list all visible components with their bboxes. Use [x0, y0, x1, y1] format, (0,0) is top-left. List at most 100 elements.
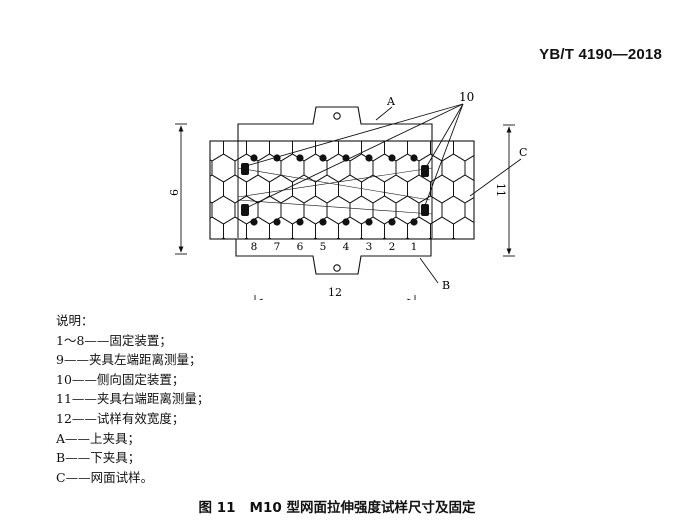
callout-c-label: C [519, 146, 527, 159]
legend-list: 1～8——固定装置；9——夹具左端距离测量；10——侧向固定装置；11——夹具右… [56, 331, 209, 488]
legend-item-dash: —— [71, 371, 97, 387]
legend-item-text: 侧向固定装置； [96, 371, 185, 387]
upper-clamp-hole [333, 112, 341, 120]
fixture-number-4: 4 [343, 241, 350, 253]
lower-fixture-point [342, 218, 350, 226]
hexagonal-mesh [189, 112, 534, 266]
lower-fixture-point [296, 218, 304, 226]
lateral-fixture-leaders [245, 103, 464, 209]
dimension-12-label: 12 [328, 286, 342, 299]
dimension-9-label: 9 [167, 189, 180, 196]
fixture-number-8: 8 [251, 241, 258, 253]
mesh-cell [488, 196, 511, 224]
upper-fixture-point [388, 154, 396, 162]
legend-item-key: 9 [56, 352, 64, 368]
mesh-cell [350, 112, 373, 140]
callout-a-leader [375, 106, 393, 121]
mesh-cell [464, 154, 474, 182]
callout-10-leader [423, 103, 464, 209]
callout-b-label: B [442, 279, 450, 292]
callout-a-label: A [386, 95, 396, 108]
mesh-cell [210, 201, 213, 219]
legend-item: 11——夹具右端距离测量； [56, 389, 209, 409]
callout-10-leader [245, 103, 464, 167]
lower-fixture-point [388, 218, 396, 226]
legend-item-text: 夹具右端距离测量； [96, 391, 210, 407]
mesh-cell [442, 112, 465, 140]
legend-item-text: 试样有效宽度； [96, 410, 185, 426]
upper-fixture-point [365, 154, 373, 162]
mesh-cell [210, 159, 213, 177]
mesh-cell [488, 112, 511, 140]
legend-item-text: 网面试样。 [90, 469, 154, 485]
legend-item: C——网面试样。 [56, 468, 209, 488]
mesh-cell [453, 216, 474, 239]
figure-title: M10 型网面拉伸强度试样尺寸及固定 [249, 500, 476, 516]
mesh-wire [237, 167, 431, 201]
lower-fixture-point [365, 218, 373, 226]
lower-fixture-point [319, 218, 327, 226]
lower-clamp-hole [333, 264, 341, 272]
lower-fixture-point [410, 218, 418, 226]
dimension-11-label: 11 [494, 183, 507, 197]
mesh-cell [488, 238, 511, 266]
mesh-cell [220, 237, 227, 239]
document-code: YB/T 4190—2018 [539, 46, 662, 63]
mesh-cell [212, 112, 235, 140]
mesh-cell [189, 112, 212, 140]
mesh-cell [488, 154, 511, 182]
figure-number: 图 11 [198, 500, 236, 516]
legend-item: B——下夹具； [56, 448, 209, 468]
mesh-cell [464, 196, 474, 224]
lateral-fixture [241, 204, 249, 216]
callout-10-label: 10 [459, 90, 474, 104]
lower-fixture-point [250, 218, 258, 226]
mesh-cell [477, 133, 500, 161]
fixture-points [241, 154, 429, 226]
legend-item-dash: —— [65, 450, 91, 466]
fixture-number-1: 1 [411, 241, 418, 253]
upper-clamp-outline [237, 106, 433, 150]
legend-item: A——上夹具； [56, 429, 209, 449]
mesh-wire [237, 199, 433, 215]
mesh-cell [511, 196, 534, 224]
mesh-cell [511, 112, 534, 140]
mesh-cell [477, 217, 500, 245]
mesh-cell [511, 238, 534, 266]
mesh-cell [258, 112, 281, 140]
mesh-cell [304, 112, 327, 140]
legend-item-key: 1～8 [56, 332, 85, 348]
fixture-number-2: 2 [389, 241, 396, 253]
lower-clamp-outline [235, 234, 432, 275]
mesh-cell [396, 112, 419, 140]
legend-item-key: B [56, 450, 66, 466]
lateral-fixture [421, 165, 429, 177]
callout-10-leader [245, 103, 464, 209]
legend-item-dash: —— [63, 352, 89, 368]
legend: 说明： 1～8——固定装置；9——夹具左端距离测量；10——侧向固定装置；11—… [56, 311, 209, 487]
legend-item: 9——夹具左端距离测量； [56, 350, 209, 370]
upper-fixture-point [250, 154, 258, 162]
fixture-number-6: 6 [297, 241, 304, 253]
lateral-fixture [241, 163, 249, 175]
legend-item-key: C [56, 469, 66, 485]
legend-item-dash: —— [65, 430, 91, 446]
callout-10-leader [423, 103, 464, 172]
mesh-cell [281, 112, 304, 140]
legend-item-key: A [56, 430, 66, 446]
legend-heading: 说明： [56, 313, 94, 328]
legend-item-dash: —— [65, 469, 91, 485]
legend-item-key: 11 [56, 391, 72, 407]
legend-item-text: 固定装置； [109, 332, 172, 348]
legend-item: 10——侧向固定装置； [56, 370, 209, 390]
upper-fixture-point [296, 154, 304, 162]
mesh-cell [189, 238, 212, 266]
fixture-number-5: 5 [320, 241, 327, 253]
lateral-fixture [421, 204, 429, 216]
legend-item-key: 10 [56, 371, 72, 387]
fixture-number-3: 3 [366, 241, 373, 253]
legend-item-dash: —— [84, 332, 110, 348]
callout-b-leader [419, 257, 439, 284]
